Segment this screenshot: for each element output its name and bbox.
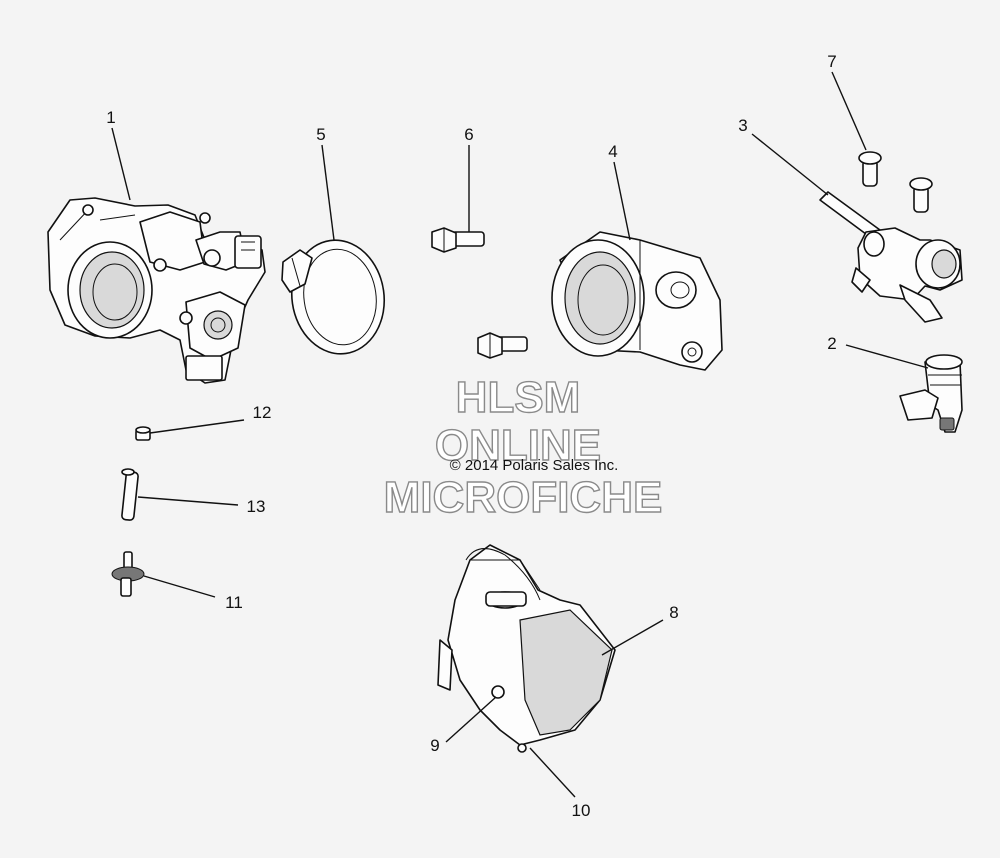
callout-8: 8 xyxy=(669,603,678,622)
fuel-injector xyxy=(899,354,963,433)
callout-12: 12 xyxy=(253,403,272,422)
throttle-actuator xyxy=(437,544,616,753)
callout-labels: 1 5 6 4 7 3 2 12 13 11 8 9 10 xyxy=(106,52,836,820)
callout-11: 11 xyxy=(225,593,243,612)
callout-3: 3 xyxy=(738,116,747,135)
callout-10: 10 xyxy=(572,801,591,820)
screw-7b xyxy=(909,177,933,213)
callout-7: 7 xyxy=(827,52,836,71)
callout-1: 1 xyxy=(106,108,115,127)
leader-lines xyxy=(111,71,929,798)
callout-6: 6 xyxy=(464,125,473,144)
callout-2: 2 xyxy=(827,334,836,353)
callout-4: 4 xyxy=(608,142,617,161)
grommet-11 xyxy=(111,551,145,597)
screw-7 xyxy=(858,151,882,187)
tube-13 xyxy=(121,468,139,521)
watermark: HLSM ONLINE MICROFICHE xyxy=(383,372,663,522)
watermark-line-1: HLSM xyxy=(456,373,581,422)
watermark-line-2: ONLINE xyxy=(435,421,601,470)
callout-13: 13 xyxy=(247,497,266,516)
hose-clamp xyxy=(281,239,386,355)
watermark-line-3: MICROFICHE xyxy=(384,473,663,522)
callout-5: 5 xyxy=(316,125,325,144)
bolt-6b xyxy=(477,332,528,359)
cap-12 xyxy=(135,426,151,441)
intake-adapter xyxy=(551,231,723,371)
callout-9: 9 xyxy=(430,736,439,755)
fuel-rail xyxy=(819,191,963,323)
throttle-body-assembly xyxy=(47,197,266,384)
bolt-6 xyxy=(431,227,485,253)
copyright-text: © 2014 Polaris Sales Inc. xyxy=(450,457,619,474)
